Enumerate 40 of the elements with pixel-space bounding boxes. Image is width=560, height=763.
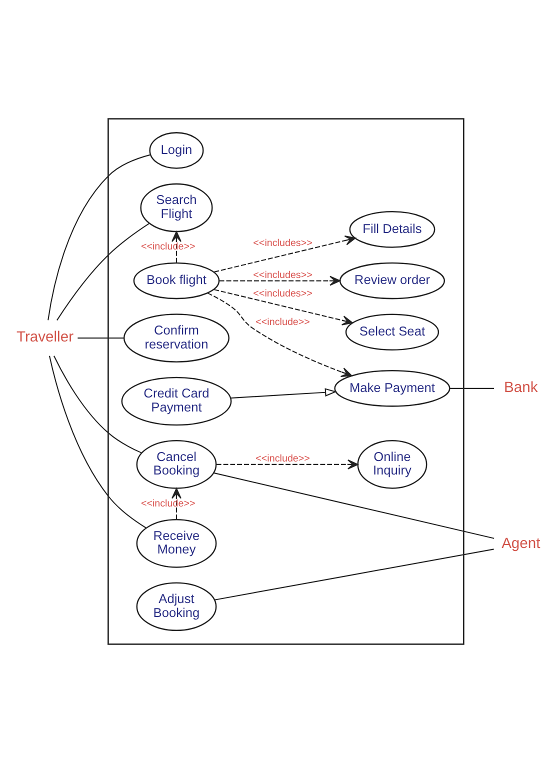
edge-label: <<include>> [256,317,310,328]
node-ellipse: Cancel Booking [136,440,217,489]
arrow [214,236,356,272]
arrow [214,289,353,326]
arrow [219,276,340,286]
edge-label: <<includes>> [253,288,312,300]
node-ellipse: Credit Card Payment [121,376,232,426]
node-ellipse: Search Flight [140,183,213,232]
edge-label: <<include>> [140,498,196,510]
edge-label: <<include>> [256,453,310,464]
edge-label: <<include>> [140,242,196,253]
connector [78,338,124,339]
node-text: Traveller [16,330,74,346]
node-ellipse: Adjust Booking [136,582,217,632]
node-ellipse: Receive Money [136,519,217,568]
edge-label: <<includes>> [253,238,312,250]
connector [53,356,142,454]
connector [48,356,146,528]
node-ellipse: Review order [339,262,446,300]
node-ellipse: Fill Details [349,211,436,248]
connector [214,472,494,539]
connector [48,154,150,320]
arrow [172,488,182,520]
node-ellipse: Make Payment [334,370,450,407]
node-ellipse: Confirm reservation [123,314,230,362]
node-ellipse: Online Inquiry [357,440,428,489]
arrow [207,292,352,378]
node-ellipse: Book flight [133,262,220,300]
arrow [216,459,358,470]
connector [214,548,494,600]
connector [450,388,494,389]
node-text: Bank [504,380,538,396]
node-ellipse: Login [149,132,204,169]
arrow [172,231,182,263]
connector [56,222,150,321]
arrow [230,388,338,399]
cluster [108,118,464,645]
node-ellipse: Select Seat [345,314,440,351]
edge-label: <<includes>> [253,270,312,281]
node-text: Agent [502,536,540,552]
